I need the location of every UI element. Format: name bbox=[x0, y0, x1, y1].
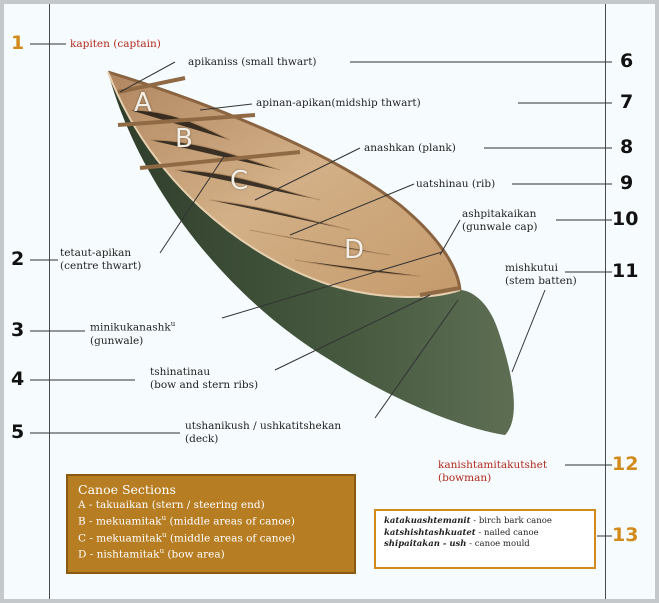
leader-line bbox=[512, 290, 545, 372]
term-row: katshishtashkuatet - nailed canoe bbox=[384, 528, 586, 540]
number-3: 3 bbox=[11, 319, 24, 341]
number-4: 4 bbox=[11, 368, 24, 390]
section-letter-d: D bbox=[344, 235, 364, 265]
number-10: 10 bbox=[612, 208, 638, 230]
section-row-d: D - nishtamitaku (bow area) bbox=[78, 545, 344, 562]
number-8: 8 bbox=[620, 136, 633, 158]
label-bowman: kanishtamitakutshet(bowman) bbox=[438, 459, 547, 485]
number-13: 13 bbox=[612, 524, 638, 546]
label-rib: uatshinau (rib) bbox=[416, 178, 495, 191]
sections-title: Canoe Sections bbox=[78, 482, 344, 497]
number-12: 12 bbox=[612, 453, 638, 475]
label-stem-batten: mishkutui(stem batten) bbox=[505, 262, 577, 288]
number-5: 5 bbox=[11, 421, 24, 443]
label-gunwale-cap: ashpitakaikan(gunwale cap) bbox=[462, 208, 537, 234]
number-9: 9 bbox=[620, 172, 633, 194]
canoe-sections-legend: Canoe Sections A - takuaikan (stern / st… bbox=[66, 474, 356, 574]
number-6: 6 bbox=[620, 50, 633, 72]
term-row: katakuashtemanit - birch bark canoe bbox=[384, 516, 586, 528]
section-row-a: A - takuaikan (stern / steering end) bbox=[78, 499, 344, 512]
number-11: 11 bbox=[612, 260, 638, 282]
number-1: 1 bbox=[11, 32, 24, 54]
term-row: shipaitakan - ush - canoe mould bbox=[384, 539, 586, 551]
label-small-thwart: apikaniss (small thwart) bbox=[188, 56, 317, 69]
label-midship-thwart: apinan-apikan(midship thwart) bbox=[256, 97, 421, 110]
section-letter-b: B bbox=[175, 124, 193, 154]
section-row-c: C - mekuamitaku (middle areas of canoe) bbox=[78, 529, 344, 546]
section-letter-a: A bbox=[134, 88, 152, 118]
label-gunwale: minikukanashku (gunwale) bbox=[90, 318, 175, 348]
section-letter-c: C bbox=[230, 166, 248, 196]
canoe-terms-box: katakuashtemanit - birch bark canoe kats… bbox=[374, 509, 596, 569]
label-deck: utshanikush / ushkatitshekan(deck) bbox=[185, 420, 341, 446]
label-plank: anashkan (plank) bbox=[364, 142, 456, 155]
number-7: 7 bbox=[620, 91, 633, 113]
label-captain: kapiten (captain) bbox=[70, 38, 161, 51]
label-centre-thwart: tetaut-apikan(centre thwart) bbox=[60, 247, 141, 273]
leader-line bbox=[440, 220, 460, 255]
label-bow-stern-ribs: tshinatinau(bow and stern ribs) bbox=[150, 366, 258, 392]
number-2: 2 bbox=[11, 248, 24, 270]
section-row-b: B - mekuamitaku (middle areas of canoe) bbox=[78, 512, 344, 529]
